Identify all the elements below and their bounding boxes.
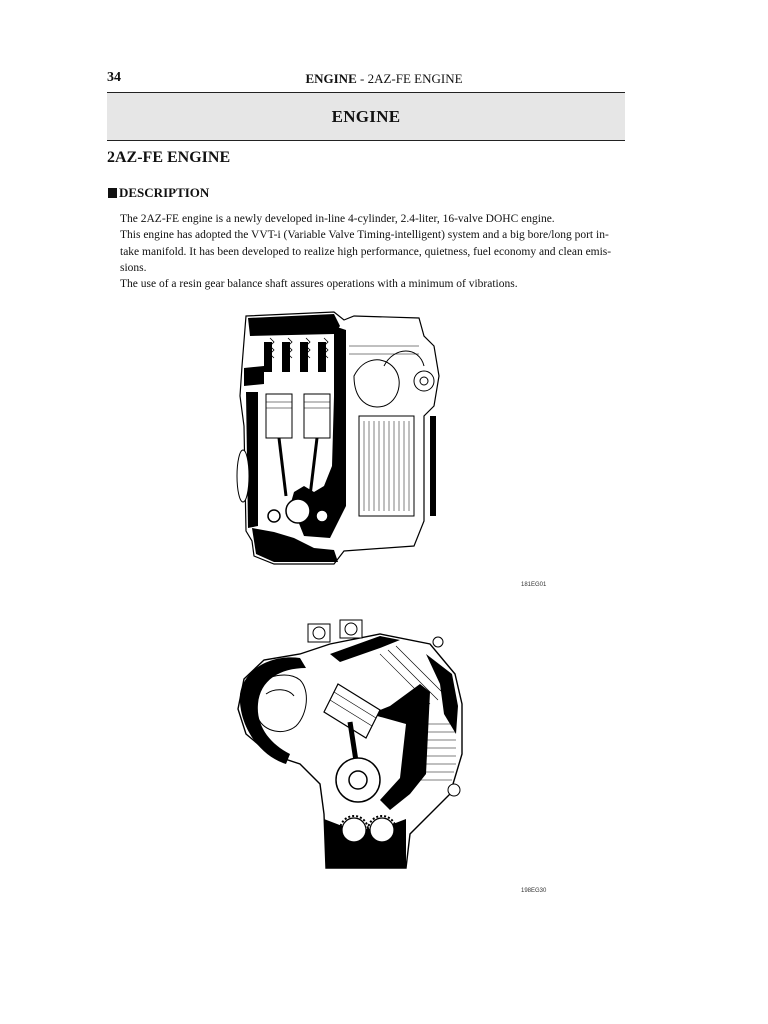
subsection-title: DESCRIPTION bbox=[119, 185, 210, 200]
engine-side-cutaway-figure bbox=[236, 311, 440, 565]
description-line: This engine has adopted the VVT-i (Varia… bbox=[120, 229, 609, 242]
square-bullet-icon bbox=[108, 188, 117, 198]
engine-cross-section-figure bbox=[237, 619, 463, 869]
section-title: 2AZ-FE ENGINE bbox=[107, 149, 231, 166]
description-text: The 2AZ-FE engine is a newly developed i… bbox=[120, 211, 630, 292]
description-line: take manifold. It has been developed to … bbox=[120, 245, 612, 258]
figure-caption: 181EG01 bbox=[521, 582, 547, 588]
running-head-topic: - 2AZ-FE ENGINE bbox=[356, 71, 463, 86]
description-line: The use of a resin gear balance shaft as… bbox=[120, 278, 518, 291]
description-line: The 2AZ-FE engine is a newly developed i… bbox=[120, 213, 555, 225]
chapter-banner: ENGINE bbox=[107, 93, 625, 141]
subsection-heading: DESCRIPTION bbox=[108, 185, 209, 201]
description-line: sions. bbox=[120, 261, 147, 274]
running-head: ENGINE - 2AZ-FE ENGINE bbox=[0, 71, 768, 87]
chapter-title: ENGINE bbox=[331, 106, 401, 126]
running-head-section: ENGINE bbox=[305, 71, 357, 86]
page-number: 34 bbox=[107, 70, 121, 85]
header-rule bbox=[107, 92, 625, 93]
figure-caption: 198EG30 bbox=[521, 888, 547, 894]
